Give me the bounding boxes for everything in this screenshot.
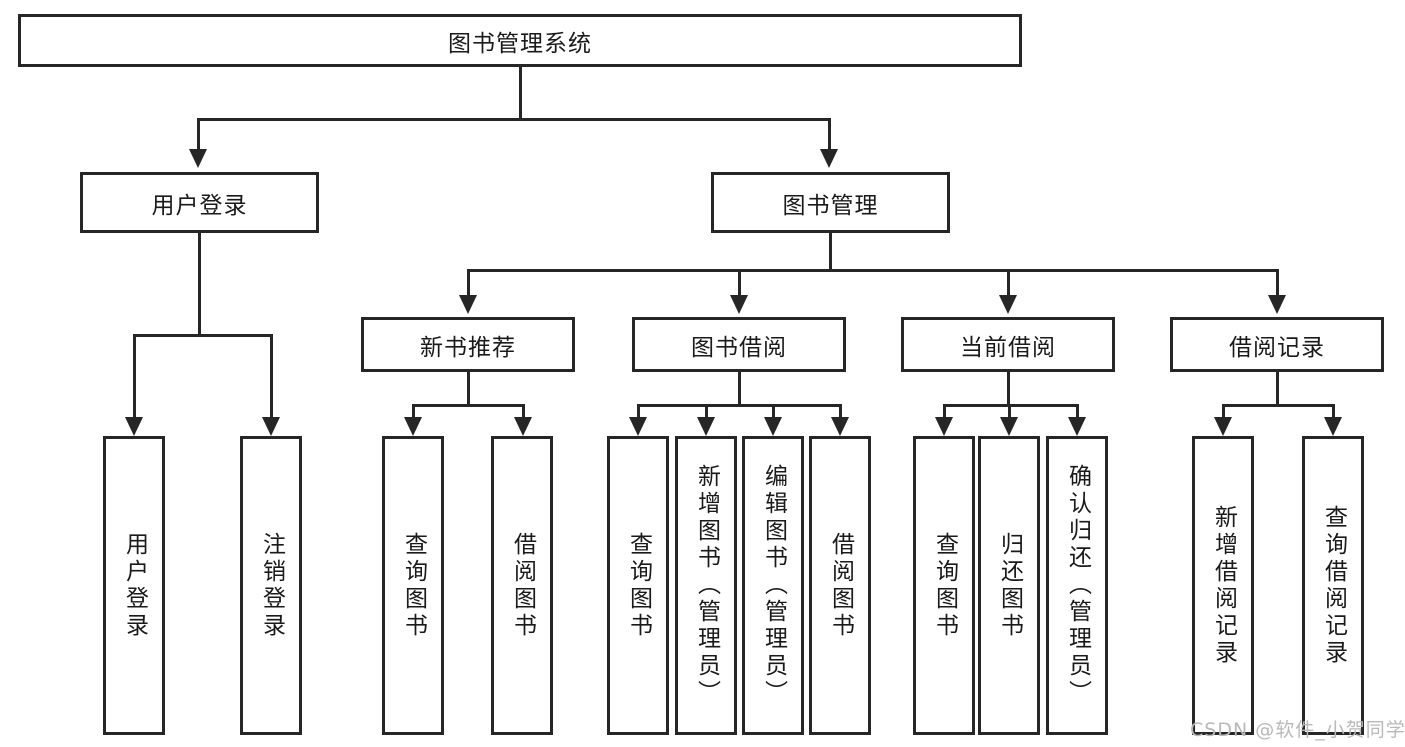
connector-record-stem [1276,372,1279,405]
node-borrow-record[interactable]: 借阅记录 [1170,317,1384,372]
arrowhead-newbook-leaf2 [514,417,532,436]
connector-borrow-to-leaf4 [839,404,842,420]
leaf-label: 查询借阅记录 [1320,504,1347,667]
leaf-edit-book-admin[interactable]: 编辑图书（管理员） [742,436,804,735]
connector-root-stem [519,67,522,120]
leaf-label: 新增借阅记录 [1210,504,1237,667]
arrowhead-login-leaf1 [125,417,143,436]
connector-newbook-stem [467,372,470,405]
watermark-credit: CSDN @软件_小贺同学 [1190,719,1405,741]
leaf-add-book-admin[interactable]: 新增图书（管理员） [675,436,737,735]
arrowhead-borrow-leaf2 [697,417,715,436]
connector-borrow-to-leaf1 [637,404,640,420]
node-book-management[interactable]: 图书管理 [711,172,950,233]
leaf-confirm-return-admin[interactable]: 确认归还（管理员） [1046,436,1108,735]
leaf-query-book-current[interactable]: 查询图书 [913,436,975,735]
connector-root-to-bookmgmt [828,118,831,151]
node-current-borrow[interactable]: 当前借阅 [901,317,1115,372]
connector-borrow-bus [637,404,840,407]
connector-bookmgmt-to-borrow [738,269,741,297]
node-root-system[interactable]: 图书管理系统 [18,14,1022,67]
leaf-add-borrow-record[interactable]: 新增借阅记录 [1192,436,1254,735]
arrowhead-current-leaf1 [935,417,953,436]
connector-current-to-leaf1 [943,404,946,420]
leaf-query-book-borrow[interactable]: 查询图书 [607,436,669,735]
connector-bookmgmt-bus [467,269,1278,272]
arrowhead-borrow-leaf1 [629,417,647,436]
leaf-borrow-book[interactable]: 借阅图书 [809,436,871,735]
arrowhead-root-to-login [189,149,207,168]
leaf-return-book[interactable]: 归还图书 [978,436,1040,735]
connector-current-to-leaf2 [1008,404,1011,420]
leaf-label: 归还图书 [996,531,1023,640]
connector-current-stem [1007,372,1010,405]
connector-root-bus [197,118,831,121]
leaf-label: 编辑图书（管理员） [760,464,787,707]
leaf-label: 借阅图书 [827,531,854,640]
arrowhead-bookmgmt-newbook [459,295,477,314]
connector-borrow-stem [738,372,741,405]
connector-borrow-to-leaf3 [772,404,775,420]
connector-borrow-to-leaf2 [705,404,708,420]
arrowhead-bookmgmt-current [999,295,1017,314]
connector-login-bus [133,334,273,337]
arrowhead-record-leaf1 [1214,417,1232,436]
connector-record-to-leaf2 [1332,404,1335,420]
leaf-label: 查询图书 [400,531,427,640]
arrowhead-login-leaf2 [262,417,280,436]
leaf-label: 查询图书 [931,531,958,640]
connector-login-to-leaf1 [133,334,136,419]
connector-record-bus [1222,404,1335,407]
connector-bookmgmt-to-current [1007,269,1010,297]
leaf-user-login[interactable]: 用户登录 [103,436,165,735]
arrowhead-bookmgmt-borrow [730,295,748,314]
leaf-query-borrow-record[interactable]: 查询借阅记录 [1302,436,1364,735]
node-user-login[interactable]: 用户登录 [80,172,319,233]
leaf-query-book-recommend[interactable]: 查询图书 [382,436,444,735]
leaf-label: 借阅图书 [509,531,536,640]
arrowhead-record-leaf2 [1324,417,1342,436]
arrowhead-root-to-bookmgmt [820,149,838,168]
connector-root-to-login [197,118,200,151]
arrowhead-borrow-leaf4 [831,417,849,436]
leaf-logout[interactable]: 注销登录 [240,436,302,735]
node-book-borrow[interactable]: 图书借阅 [632,317,846,372]
connector-bookmgmt-stem [829,233,832,271]
leaf-label: 新增图书（管理员） [693,464,720,707]
connector-newbook-to-leaf1 [412,404,415,420]
connector-newbook-to-leaf2 [522,404,525,420]
arrowhead-bookmgmt-record [1268,295,1286,314]
arrowhead-current-leaf3 [1068,417,1086,436]
leaf-label: 确认归还（管理员） [1064,464,1091,707]
connector-current-bus [943,404,1079,407]
arrowhead-newbook-leaf1 [404,417,422,436]
connector-bookmgmt-to-record [1276,269,1279,297]
connector-record-to-leaf1 [1222,404,1225,420]
leaf-label: 查询图书 [625,531,652,640]
connector-current-to-leaf3 [1076,404,1079,420]
arrowhead-borrow-leaf3 [764,417,782,436]
connector-bookmgmt-to-newbook [467,269,470,297]
connector-login-stem [198,233,201,334]
leaf-label: 用户登录 [121,531,148,640]
leaf-borrow-book-recommend[interactable]: 借阅图书 [491,436,553,735]
arrowhead-current-leaf2 [1000,417,1018,436]
node-new-book-recommend[interactable]: 新书推荐 [361,317,575,372]
connector-newbook-bus [412,404,525,407]
connector-login-to-leaf2 [270,334,273,419]
leaf-label: 注销登录 [258,531,285,640]
